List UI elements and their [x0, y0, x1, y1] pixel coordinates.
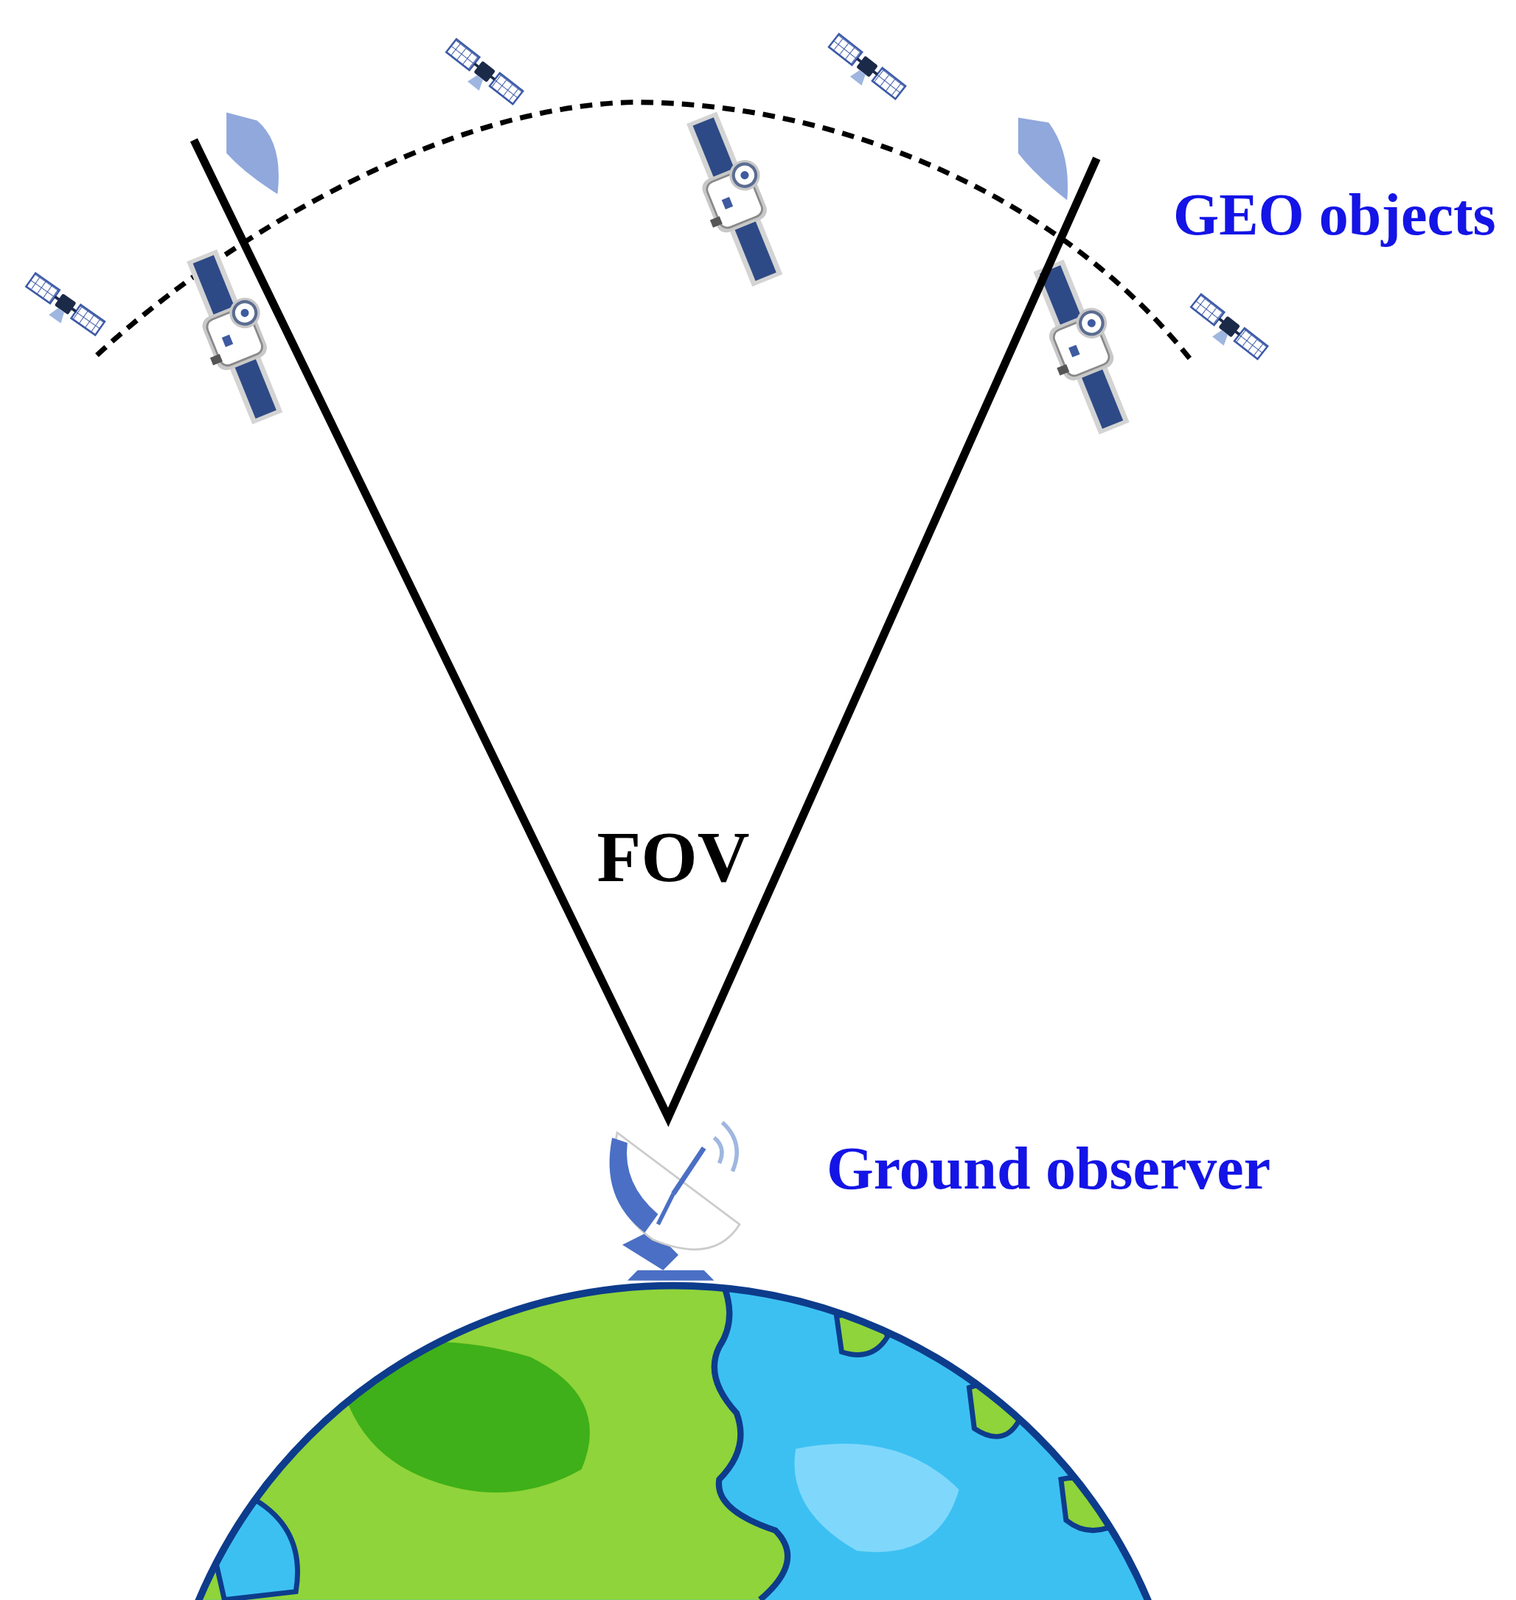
- fov-label: FOV: [597, 820, 750, 893]
- earth-outline: [157, 1285, 1188, 1600]
- satellite-icon: [822, 33, 907, 107]
- orbit-label: GEO objects: [1173, 185, 1497, 245]
- object-shape: [226, 112, 279, 194]
- earth: [101, 1224, 1326, 1600]
- fov-lines: [193, 140, 1097, 1118]
- object-shape: [1018, 117, 1068, 200]
- satellite-icon: [440, 39, 524, 113]
- geo-orbit: [96, 102, 1194, 364]
- satellite-icon: [673, 105, 799, 292]
- satellite-icon: [173, 242, 299, 430]
- satellite-icon: [1184, 294, 1269, 368]
- observer-label: Ground observer: [826, 1138, 1271, 1199]
- satellite-icon: [19, 272, 105, 343]
- ground-dish: [609, 1122, 741, 1281]
